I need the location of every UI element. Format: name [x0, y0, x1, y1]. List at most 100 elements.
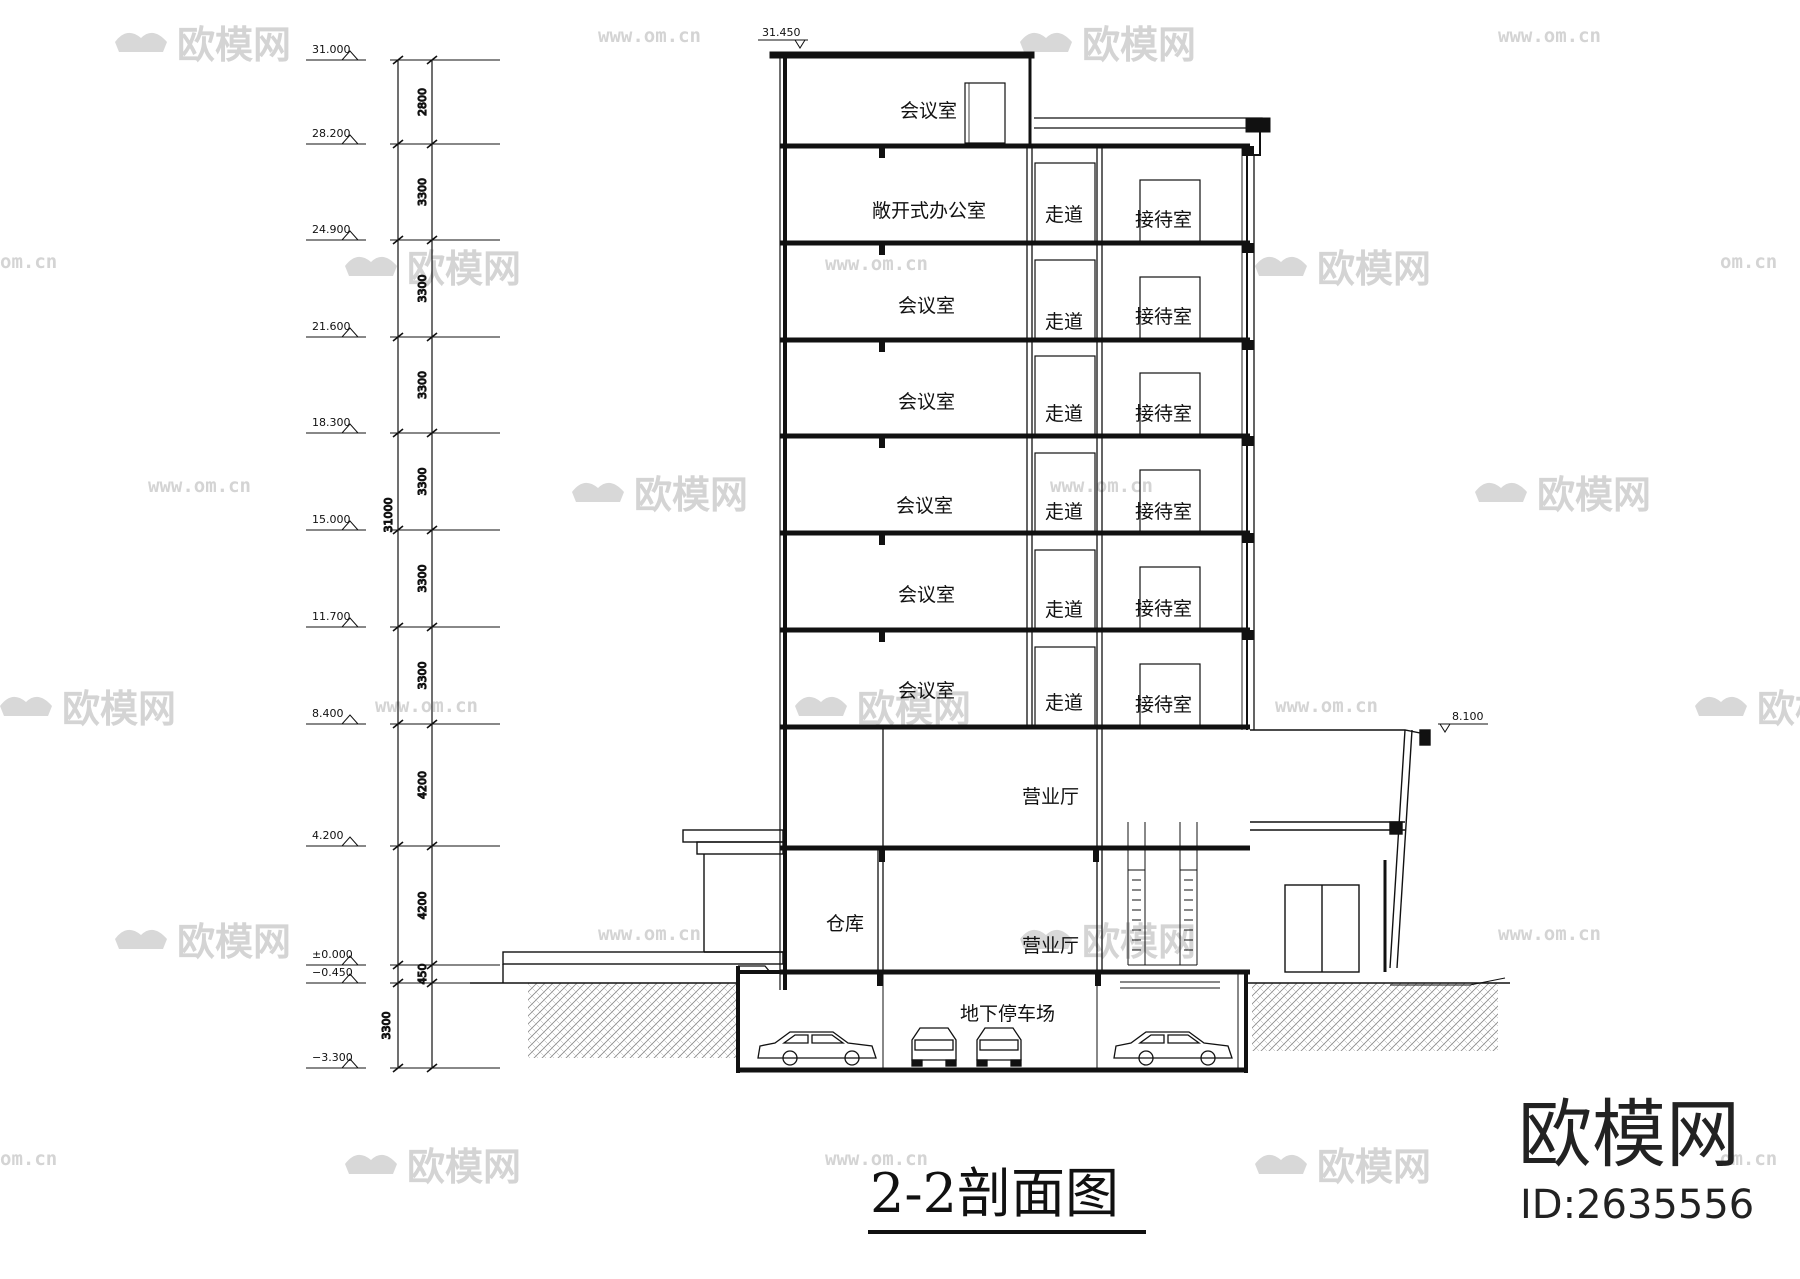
room-labels: 会议室 敞开式办公室 走道 接待室 会议室 走道 接待室 会议室 走道 接待室 …: [826, 100, 1192, 1025]
svg-text:欧模网: 欧模网: [177, 23, 291, 67]
watermark: 欧模网: [1475, 473, 1651, 517]
watermark: 欧模网: [1695, 687, 1800, 731]
elevation-marker: 4.200: [306, 829, 366, 847]
elevation-marker: −3.300: [306, 1051, 366, 1069]
elevation-marker: 28.200: [306, 127, 366, 145]
room-business-hall: 营业厅: [1022, 786, 1079, 808]
elevation-marker: 31.000: [306, 43, 366, 61]
watermark-url: om.cn: [0, 1148, 57, 1170]
car-front-icon: [976, 1027, 1022, 1067]
elevation-marker: ±0.000: [306, 948, 366, 966]
elevation-text: 4.200: [312, 829, 344, 842]
room-meeting: 会议室: [898, 295, 955, 317]
watermark-url: www.om.cn: [375, 695, 478, 717]
watermark: 欧模网: [345, 247, 521, 291]
elevation-text: 8.100: [1452, 710, 1484, 723]
svg-text:欧模网: 欧模网: [407, 247, 521, 291]
dimension-segment-text: 3300: [380, 1012, 393, 1040]
elevation-text: 21.600: [312, 320, 351, 333]
drawing-title-text: 2-2剖面图: [870, 1162, 1119, 1225]
watermark: 欧模网: [795, 687, 971, 731]
room-parking: 地下停车场: [960, 1003, 1055, 1025]
dimension-segment-text: 4200: [416, 892, 429, 920]
watermark: 欧模网: [1255, 247, 1431, 291]
dimension-segment-text: 3300: [416, 371, 429, 399]
elevation-text: ±0.000: [312, 948, 353, 961]
roof-elevation: 31.450: [758, 26, 808, 49]
room-meeting: 会议室: [898, 391, 955, 413]
elevation-marker: 8.400: [306, 707, 366, 725]
parked-cars: [757, 1027, 1233, 1067]
dimension-total-text: 31000: [382, 498, 395, 533]
room-business-hall: 营业厅: [1022, 935, 1079, 957]
svg-text:欧模网: 欧模网: [407, 1145, 521, 1189]
elevation-text: 28.200: [312, 127, 351, 140]
room-corridor: 走道: [1045, 204, 1083, 226]
watermark: 欧模网: [1255, 1145, 1431, 1189]
watermark: 欧模网: [115, 23, 291, 67]
dimension-chain: 2800 3300 3300 3300 3300 3300 3300 4200 4200 450 3…: [379, 55, 500, 1073]
elevation-text: 11.700: [312, 610, 351, 623]
elevation-text: 24.900: [312, 223, 351, 236]
room-corridor: 走道: [1045, 599, 1083, 621]
room-open-office: 敞开式办公室: [872, 200, 986, 222]
dimension-segment-text: 3300: [416, 662, 429, 690]
svg-text:欧模网: 欧模网: [1537, 473, 1651, 517]
elevation-marker: 18.300: [306, 416, 366, 434]
drawing-title: 2-2剖面图: [868, 1162, 1146, 1234]
elevation-marker: 24.900: [306, 223, 366, 241]
watermark: 欧模网: [1020, 920, 1196, 964]
svg-text:欧模网: 欧模网: [1757, 687, 1800, 731]
dimension-segment-text: 3300: [416, 178, 429, 206]
svg-text:欧模网: 欧模网: [1317, 1145, 1431, 1189]
elevation-text: 15.000: [312, 513, 351, 526]
watermark-url: www.om.cn: [148, 475, 251, 497]
room-meeting: 会议室: [896, 495, 953, 517]
dimension-segment-text: 450: [416, 964, 429, 985]
watermark: 欧模网: [572, 473, 748, 517]
dimension-segment-text: 3300: [416, 468, 429, 496]
canopy-elevation: 8.100: [1438, 710, 1488, 733]
svg-text:欧模网: 欧模网: [634, 473, 748, 517]
watermark-url: om.cn: [1720, 251, 1777, 273]
svg-text:欧模网: 欧模网: [177, 920, 291, 964]
watermark-url: www.om.cn: [598, 25, 701, 47]
car-icon: [757, 1031, 877, 1066]
watermark-url: www.om.cn: [1498, 923, 1601, 945]
room-corridor: 走道: [1045, 692, 1083, 714]
watermark: 欧模网: [0, 687, 176, 731]
elevation-marker: 15.000: [306, 513, 366, 531]
watermark-url: www.om.cn: [598, 923, 701, 945]
svg-text:欧模网: 欧模网: [1317, 247, 1431, 291]
car-front-icon: [911, 1027, 957, 1067]
dimension-segment-text: 3300: [416, 275, 429, 303]
ground: [470, 977, 1510, 1058]
room-reception: 接待室: [1135, 403, 1192, 425]
elevation-text: 18.300: [312, 416, 351, 429]
watermark-url: www.om.cn: [1275, 695, 1378, 717]
svg-text:欧模网: 欧模网: [1082, 23, 1196, 67]
room-reception: 接待室: [1135, 694, 1192, 716]
room-corridor: 走道: [1045, 501, 1083, 523]
watermark: 欧模网: [115, 920, 291, 964]
elevation-markers: 31.000 28.200 24.900 21.600 18.300 15.000 11.7…: [306, 43, 366, 1069]
room-reception: 接待室: [1135, 306, 1192, 328]
building-section: [736, 51, 1431, 1073]
watermark-layer: 欧模网欧模网欧模网欧模网欧模网欧模网欧模网欧模网欧模网欧模网欧模网欧模网欧模网w…: [0, 23, 1800, 1189]
elevation-text: −0.450: [312, 966, 353, 979]
watermark-url: www.om.cn: [825, 253, 928, 275]
dimension-segment-text: 4200: [416, 771, 429, 799]
watermark-url: www.om.cn: [1498, 25, 1601, 47]
logo-id-text: ID:2635556: [1520, 1182, 1754, 1228]
watermark-url: www.om.cn: [825, 1148, 928, 1170]
elevation-text: 31.450: [762, 26, 801, 39]
room-corridor: 走道: [1045, 311, 1083, 333]
elevation-marker: −0.450: [306, 966, 366, 984]
elevation-marker: 11.700: [306, 610, 366, 628]
dimension-segment-text: 2800: [416, 88, 429, 116]
elevation-text: 8.400: [312, 707, 344, 720]
elevation-text: 31.000: [312, 43, 351, 56]
svg-text:欧模网: 欧模网: [1082, 920, 1196, 964]
dimension-segment-text: 3300: [416, 565, 429, 593]
